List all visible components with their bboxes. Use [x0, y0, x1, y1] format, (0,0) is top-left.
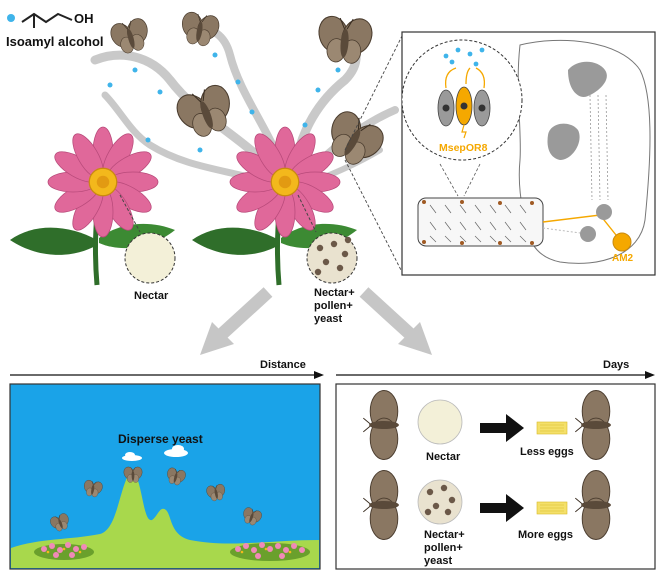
am2-glomerulus [612, 232, 632, 252]
egg-outcome-panel: Nectar Less eggs Nectar+ pollen+ yeast [335, 383, 656, 570]
nectar-pollen-yeast-label: Nectar+ pollen+ yeast [314, 287, 358, 325]
distance-label: Distance [260, 359, 306, 371]
row2-result: More eggs [518, 529, 573, 541]
flower-yeast [192, 126, 357, 286]
egg-cluster-small [536, 421, 568, 435]
outcome-row-nectar: Nectar Less eggs [362, 389, 612, 463]
row1-result: Less eggs [520, 446, 574, 458]
right-arrow-icon [480, 414, 524, 442]
flower-nectar [10, 126, 175, 286]
msepor8-label: MsepOR8 [439, 142, 488, 154]
days-axis: Days [336, 359, 655, 379]
right-arrow-icon [480, 494, 524, 522]
egg-cluster-large [536, 501, 568, 515]
hydroxyl-label: OH [74, 11, 94, 26]
disperse-yeast-label: Disperse yeast [118, 432, 203, 446]
nectar-label: Nectar [134, 290, 169, 302]
yeast-droplet [417, 479, 463, 525]
cloud-icon [122, 445, 188, 461]
row2-condition: Nectar+ pollen+ yeast [424, 529, 468, 567]
outcome-row-yeast: Nectar+ pollen+ yeast More eggs [362, 469, 612, 567]
moth-icon [175, 7, 225, 50]
moth-icon [310, 10, 380, 66]
row1-condition: Nectar [426, 451, 461, 463]
moth-icon [104, 12, 156, 58]
days-label: Days [603, 359, 629, 371]
nectar-droplet [417, 399, 463, 445]
arrow-to-days [359, 287, 432, 355]
nectar-pollen-yeast-sample [306, 232, 358, 284]
isoamyl-alcohol-molecule: OH Isoamyl alcohol [6, 11, 104, 49]
flower-patch-right [230, 542, 310, 561]
brain-panel: AM2 MsepOR8 [344, 31, 656, 276]
flower-patch-left [34, 542, 94, 560]
arrow-to-distance [200, 287, 273, 355]
nectar-sample [124, 232, 176, 284]
receptor-zoom: MsepOR8 [401, 39, 523, 161]
odor-dot-icon [7, 14, 15, 22]
distance-axis: Distance [10, 359, 324, 379]
dispersal-scene: Disperse yeast [9, 383, 321, 570]
compound-name: Isoamyl alcohol [6, 34, 104, 49]
antenna [417, 197, 544, 247]
am2-label: AM2 [612, 253, 634, 264]
